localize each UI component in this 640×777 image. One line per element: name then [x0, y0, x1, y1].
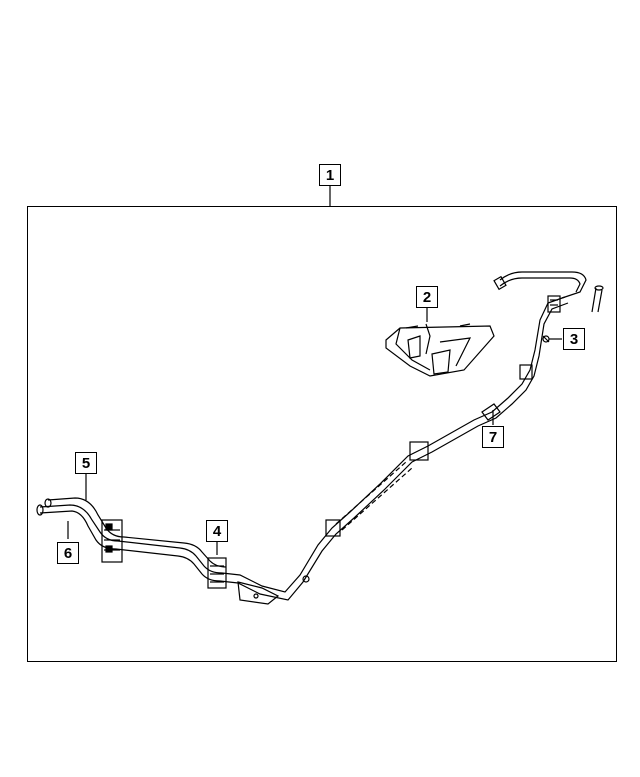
- retainer-clip-3: [542, 295, 561, 343]
- center-tube-clip: [409, 441, 429, 461]
- callout-5: 5: [75, 452, 97, 474]
- callout-7: 7: [482, 426, 504, 448]
- clip-7: [481, 403, 501, 421]
- upper-quick-connect-lines: [493, 271, 604, 313]
- callout-6: 6: [57, 542, 79, 564]
- callout-7-label: 7: [488, 428, 498, 446]
- callout-2: 2: [416, 286, 438, 308]
- callout-3-label: 3: [569, 330, 579, 348]
- callout-1: 1: [319, 164, 341, 186]
- callout-4-label: 4: [212, 522, 222, 540]
- fuel-tube-assembly: [36, 296, 569, 601]
- assembly-frame: [27, 206, 617, 662]
- heat-shield-part-2: [385, 323, 495, 377]
- callout-6-label: 6: [63, 544, 73, 562]
- callout-3: 3: [563, 328, 585, 350]
- upper-tube-clip: [519, 364, 533, 380]
- callout-5-label: 5: [81, 454, 91, 472]
- tube-clip-group-4: [207, 557, 310, 605]
- tube-clip-group-5-6: [101, 519, 123, 563]
- callout-4: 4: [206, 520, 228, 542]
- mid-tube-clip: [325, 519, 341, 537]
- callout-2-label: 2: [422, 288, 432, 306]
- callout-1-label: 1: [325, 166, 335, 184]
